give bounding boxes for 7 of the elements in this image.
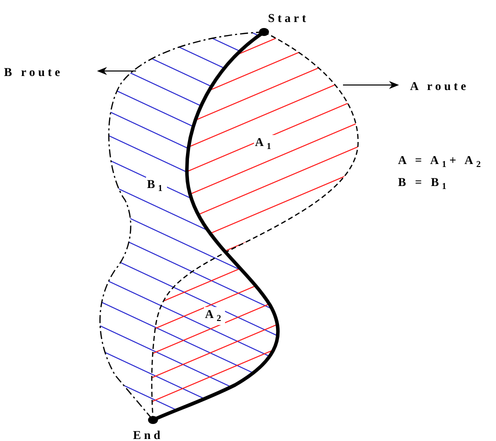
route-label: B route: [4, 65, 64, 79]
end-label: End: [133, 428, 164, 441]
equation: A = A$_{1}$+ A$_{2}$: [398, 153, 484, 171]
route-label: A route: [410, 79, 470, 93]
area-label: A$_{2}$: [204, 307, 226, 325]
start-label: Start: [268, 11, 309, 25]
equation: B = B$_{1}$: [398, 175, 450, 193]
